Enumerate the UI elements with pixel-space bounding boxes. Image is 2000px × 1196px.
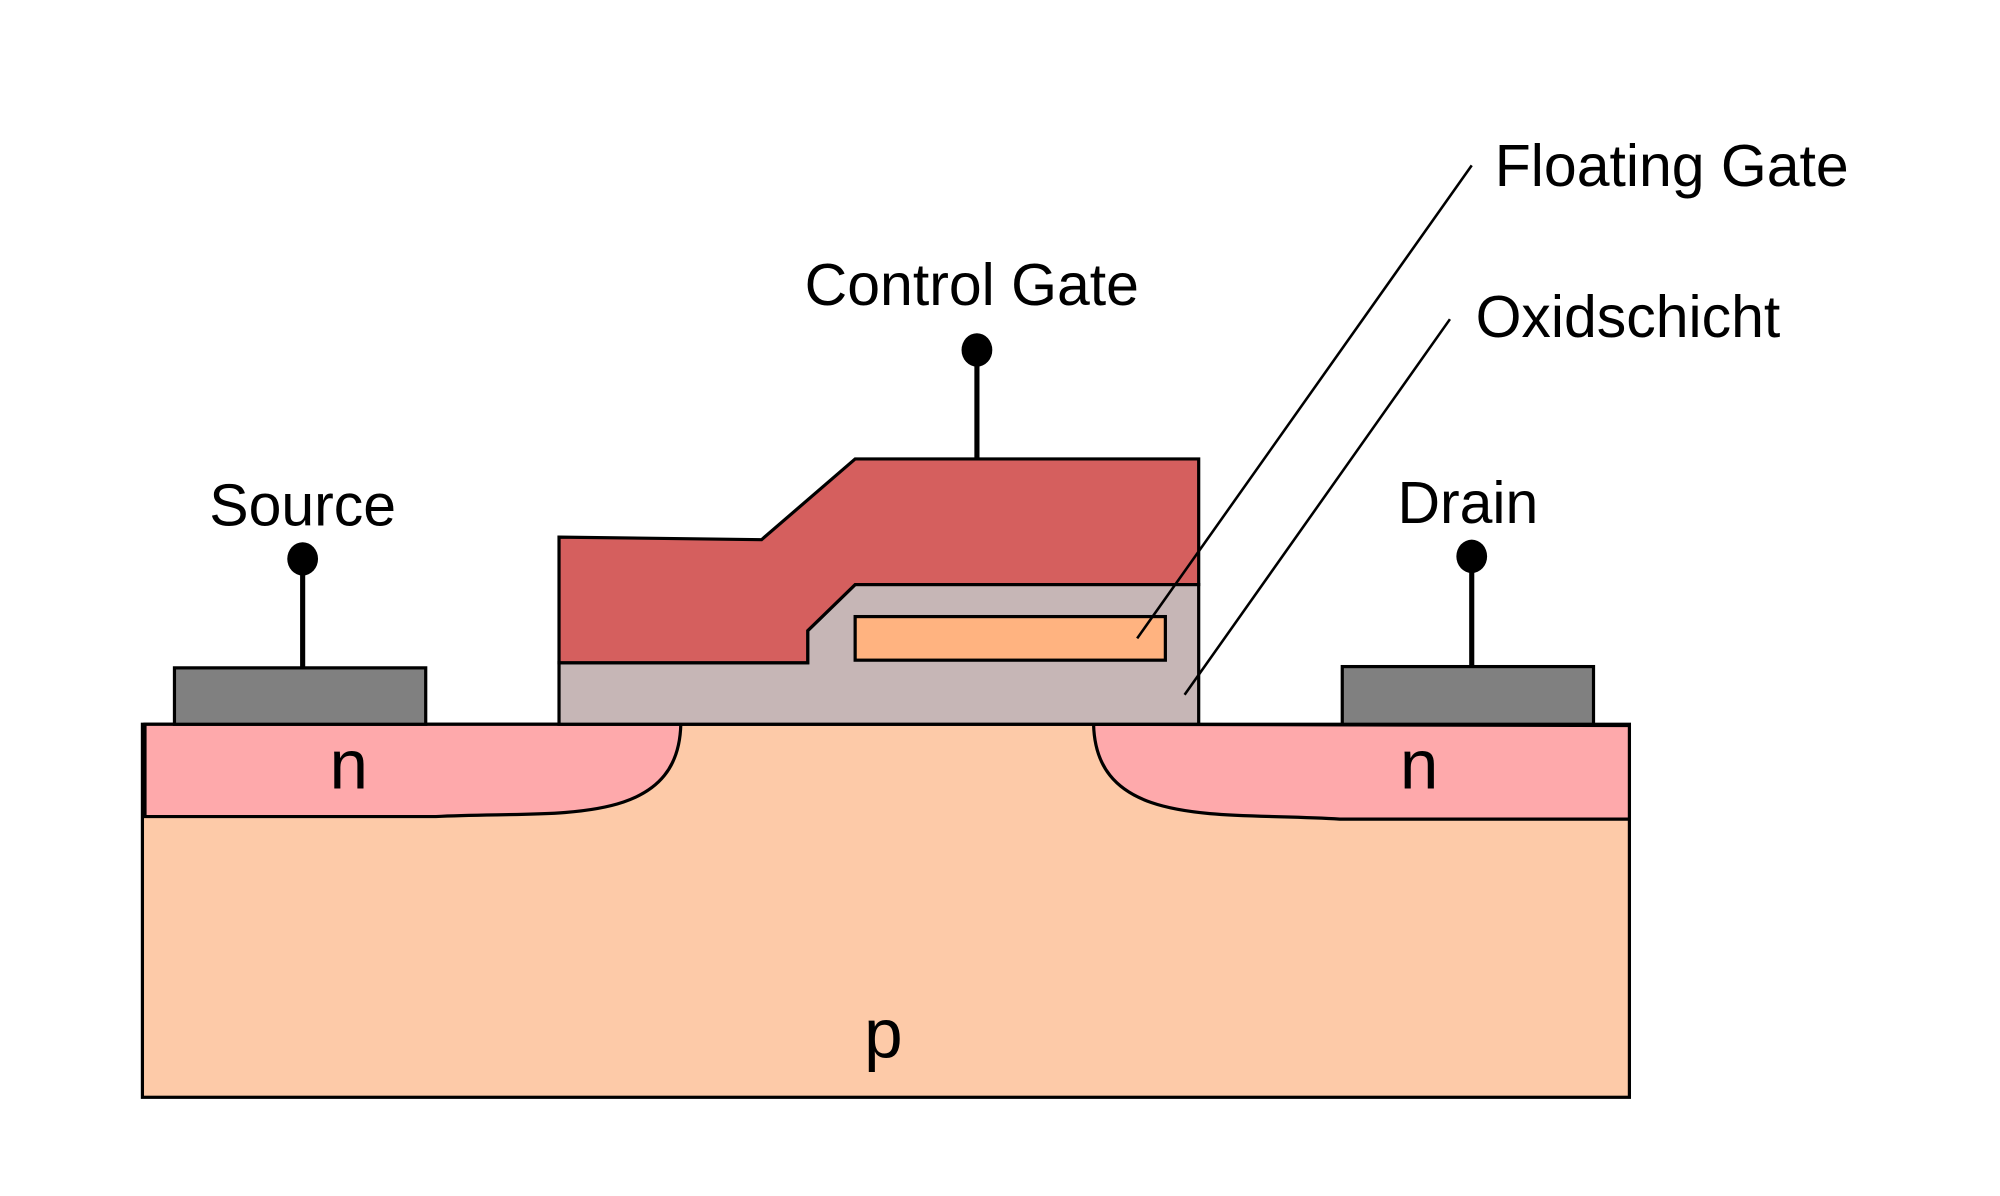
- floating-gate-leader-line: [1136, 164, 1473, 640]
- n-left-label: n: [330, 725, 369, 803]
- drain-label: Drain: [1397, 471, 1538, 536]
- drain-contact: [1340, 664, 1596, 726]
- n-region-source: [143, 722, 683, 819]
- control-gate: [557, 457, 1201, 665]
- floating-gate: [853, 614, 1167, 662]
- n-right-label: n: [1400, 725, 1439, 803]
- oxide-leader-line: [1183, 318, 1451, 696]
- source-label: Source: [209, 474, 396, 539]
- p-substrate-label: p: [864, 995, 903, 1073]
- drain-terminal: [1456, 539, 1488, 574]
- source-terminal: [287, 542, 319, 576]
- control-gate-label: Control Gate: [805, 253, 1139, 318]
- floating-gate-label: Floating Gate: [1495, 134, 1849, 199]
- control-gate-terminal: [961, 333, 993, 367]
- oxide-layer-label: Oxidschicht: [1476, 285, 1781, 350]
- n-region-drain: [1091, 722, 1632, 821]
- source-contact: [172, 666, 428, 726]
